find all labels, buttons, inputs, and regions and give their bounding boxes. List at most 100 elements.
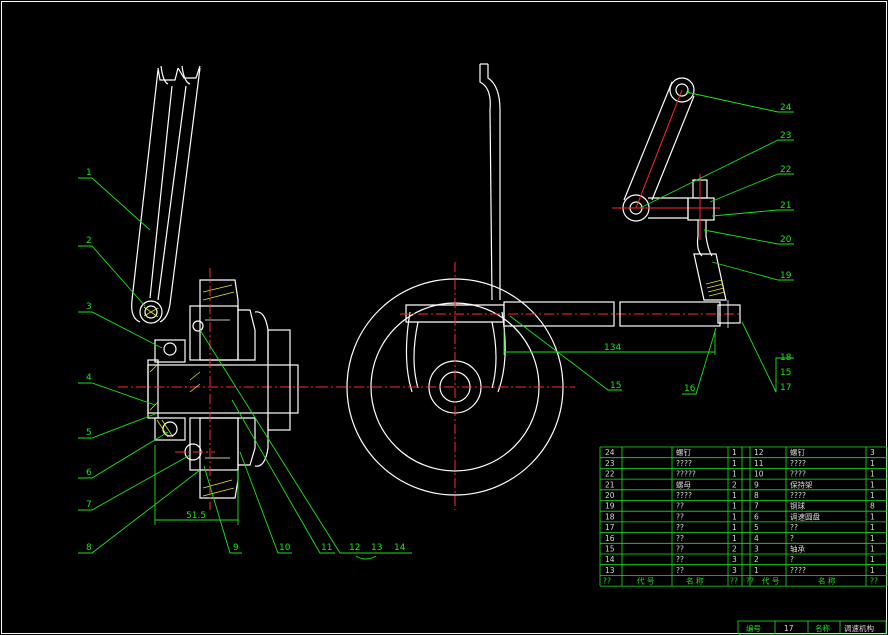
bom-cell-no: 21 [605, 480, 615, 489]
bom-cell-qty: 1 [732, 523, 737, 532]
balloon-15: 15 [610, 381, 621, 391]
bom-header: 代 号 [637, 576, 654, 586]
bom-cell-name: 螺钉 [676, 447, 691, 457]
bom-cell-name: ? [790, 534, 794, 543]
title-block: 编号 17 名称 调速机构 [737, 620, 887, 635]
title-label-name: 名称 [815, 623, 830, 633]
bom-cell-qty: 1 [732, 512, 737, 521]
bom-cell-no: 11 [754, 459, 764, 468]
bom-cell-no: 15 [605, 545, 615, 554]
bom-cell-name: ?? [676, 502, 684, 511]
balloon-1: 1 [86, 168, 92, 178]
bom-cell-qty: 3 [870, 448, 875, 457]
bom-cell-qty: 1 [870, 523, 875, 532]
bom-cell-name: 钢球 [790, 501, 805, 511]
bom-header: ?? [870, 577, 878, 586]
balloon-18: 18 [780, 353, 792, 363]
title-name: 调速机构 [844, 623, 874, 633]
bom-cell-name: ?? [790, 523, 798, 532]
balloon-19: 19 [780, 271, 792, 281]
bom-header: ?? [746, 577, 754, 586]
balloon-6: 6 [86, 468, 92, 478]
balloon-3: 3 [86, 302, 92, 312]
balloon-17: 17 [780, 383, 791, 393]
bom-header: 代 号 [762, 576, 779, 586]
bom-cell-no: 7 [754, 502, 759, 511]
bom-cell-name: ?? [676, 523, 684, 532]
bom-cell-no: 17 [605, 523, 615, 532]
balloon-14: 14 [394, 543, 406, 553]
bom-cell-no: 23 [605, 459, 615, 468]
bom-cell-name: ???? [676, 459, 692, 468]
bom-cell-name: ?? [676, 566, 684, 575]
bom-cell-no: 1 [754, 566, 759, 575]
bom-cell-no: 9 [754, 480, 759, 489]
balloon-13: 13 [371, 543, 382, 553]
bom-cell-name: ???? [790, 491, 806, 500]
bom-cell-no: 19 [605, 502, 615, 511]
bom-cell-qty: 1 [870, 470, 875, 479]
bom-cell-no: 16 [605, 534, 615, 543]
title-no: 17 [784, 624, 794, 633]
bom-cell-qty: 1 [870, 459, 875, 468]
bom-cell-qty: 1 [732, 459, 737, 468]
balloon-10: 10 [279, 543, 291, 553]
bom-cell-qty: 2 [732, 480, 737, 489]
bom-cell-name: ?? [676, 555, 684, 564]
front-view: 134 [318, 63, 741, 510]
linkage-view [612, 77, 727, 301]
bom-cell-qty: 1 [870, 566, 875, 575]
title-label-no: 编号 [746, 623, 761, 633]
bom-cell-qty: 2 [732, 545, 737, 554]
bom-cell-no: 6 [754, 512, 759, 521]
bom-cell-no: 13 [605, 566, 615, 575]
bom-cell-no: 22 [605, 470, 615, 479]
bom-cell-name: ? [790, 555, 794, 564]
bom-cell-qty: 1 [732, 502, 737, 511]
dim-51-5: 51.5 [186, 511, 206, 521]
bom-cell-qty: 3 [732, 555, 737, 564]
bom-cell-no: 10 [754, 470, 764, 479]
bom-cell-no: 12 [754, 448, 764, 457]
bom-cell-qty: 1 [870, 480, 875, 489]
bom-cell-name: 调速圆盘 [790, 511, 820, 521]
bom-cell-no: 8 [754, 491, 759, 500]
balloon-12: 12 [349, 543, 360, 553]
left-section-view [118, 65, 320, 510]
right-balloons: 24 23 22 21 20 19 18 15 17 16 15 [509, 91, 794, 395]
bom-cell-qty: 1 [870, 491, 875, 500]
bom-cell-no: 5 [754, 523, 759, 532]
balloon-11: 11 [321, 543, 332, 553]
bom-cell-name: 轴承 [790, 544, 805, 554]
balloon-7: 7 [86, 500, 92, 510]
balloon-15b: 15 [780, 368, 791, 378]
bom-cell-name: 螺钉 [790, 447, 805, 457]
bom-header: ?? [603, 577, 611, 586]
bom-cell-name: ???? [790, 459, 806, 468]
balloon-2: 2 [86, 236, 92, 246]
bom-cell-qty: 1 [870, 512, 875, 521]
bom-header: 名 称 [818, 576, 836, 586]
bom-cell-qty: 1 [870, 555, 875, 564]
balloon-16: 16 [684, 384, 696, 394]
balloon-4: 4 [86, 373, 92, 383]
bom-cell-name: ?? [676, 512, 684, 521]
balloon-5: 5 [86, 428, 92, 438]
dim-134: 134 [604, 343, 621, 353]
bom-cell-qty: 3 [732, 566, 737, 575]
bom-header: ?? [730, 577, 738, 586]
bom-cell-name: ?? [676, 545, 684, 554]
bom-cell-name: ?? [676, 534, 684, 543]
bom-cell-qty: 1 [732, 491, 737, 500]
balloon-9: 9 [233, 543, 239, 553]
bom-cell-qty: 1 [732, 534, 737, 543]
bom-cell-no: 14 [605, 555, 615, 564]
bom-cell-no: 2 [754, 555, 759, 564]
bom-cell-name: ???? [790, 566, 806, 575]
bom-cell-no: 24 [605, 448, 615, 457]
bom-cell-name: ???? [790, 470, 806, 479]
bom-cell-name: 螺母 [676, 479, 691, 489]
bom-cell-no: 20 [605, 491, 615, 500]
